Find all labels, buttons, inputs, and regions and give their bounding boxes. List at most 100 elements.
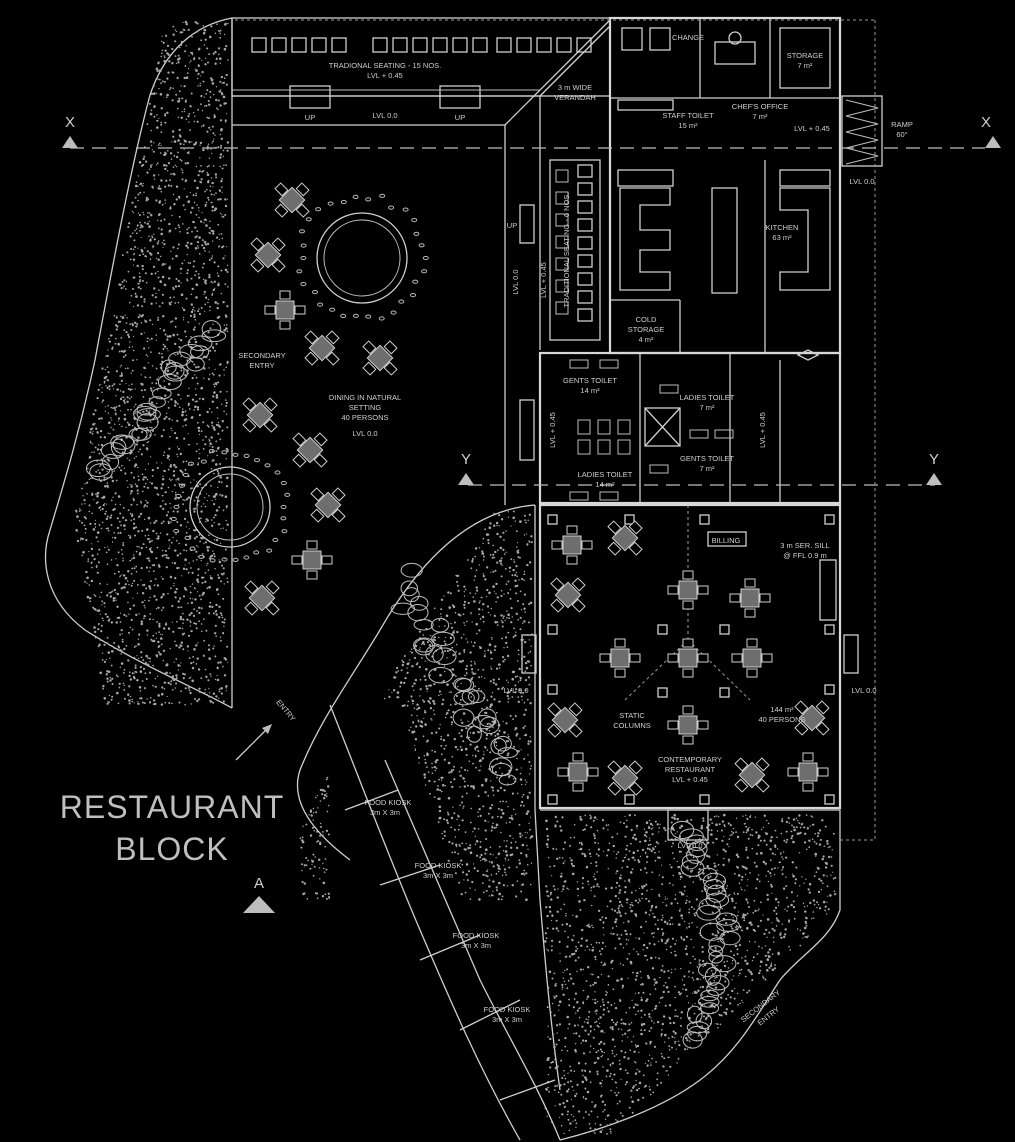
planting-speck xyxy=(161,352,163,355)
planting-speck xyxy=(460,893,463,896)
planting-speck xyxy=(577,895,579,897)
planting-speck xyxy=(128,459,131,462)
planting-speck xyxy=(122,557,124,560)
planting-speck xyxy=(576,970,578,973)
planting-speck xyxy=(168,459,170,461)
planting-speck xyxy=(483,857,486,861)
planting-speck xyxy=(495,886,498,889)
planting-speck xyxy=(136,592,139,594)
planting-speck xyxy=(574,1050,577,1053)
planting-speck xyxy=(484,711,486,714)
planting-speck xyxy=(157,144,160,146)
planting-speck xyxy=(186,394,189,397)
planting-speck xyxy=(479,618,482,620)
planting-speck xyxy=(751,834,754,837)
planting-speck xyxy=(513,670,516,673)
planting-speck xyxy=(481,552,485,555)
planting-speck xyxy=(529,736,531,738)
planting-speck xyxy=(187,686,190,689)
planting-speck xyxy=(152,618,154,621)
planting-speck xyxy=(131,567,134,570)
planting-speck xyxy=(141,701,144,704)
planting-speck xyxy=(98,506,101,509)
planting-speck xyxy=(579,815,582,818)
planting-speck xyxy=(143,476,146,479)
planting-speck xyxy=(566,1050,569,1052)
planting-speck xyxy=(197,574,200,577)
planting-speck xyxy=(545,906,548,909)
planting-speck xyxy=(616,911,619,914)
planting-speck xyxy=(551,875,553,877)
planting-speck xyxy=(161,356,164,359)
planting-speck xyxy=(103,602,106,605)
planting-speck xyxy=(464,588,467,591)
planting-speck xyxy=(155,92,158,95)
planting-speck xyxy=(225,519,227,522)
planting-speck xyxy=(160,82,162,84)
planting-speck xyxy=(201,397,205,401)
planting-speck xyxy=(142,478,145,481)
planting-speck xyxy=(578,842,581,845)
planting-speck xyxy=(128,674,131,678)
planting-speck xyxy=(104,485,106,487)
planting-speck xyxy=(595,1013,598,1015)
planting-speck xyxy=(607,1114,610,1117)
planting-speck xyxy=(324,893,327,896)
planting-speck xyxy=(670,902,673,905)
planting-speck xyxy=(806,905,809,907)
planting-speck xyxy=(564,983,567,986)
planting-speck xyxy=(515,612,518,615)
planting-speck xyxy=(553,865,556,867)
planting-speck xyxy=(765,963,768,967)
planting-speck xyxy=(146,222,149,225)
planting-speck xyxy=(165,263,167,265)
planting-speck xyxy=(150,351,152,353)
planting-speck xyxy=(166,456,169,459)
planting-speck xyxy=(648,819,651,822)
planting-speck xyxy=(141,680,144,682)
planting-speck xyxy=(224,204,228,208)
planting-speck xyxy=(107,529,110,532)
planting-speck xyxy=(130,519,133,522)
planting-speck xyxy=(140,501,143,504)
planting-speck xyxy=(226,426,229,429)
planting-speck xyxy=(160,643,163,646)
planting-speck xyxy=(448,771,451,774)
planting-speck xyxy=(440,613,442,615)
planting-speck xyxy=(166,454,169,457)
planting-speck xyxy=(108,340,111,343)
planting-speck xyxy=(208,687,210,690)
planting-speck xyxy=(194,400,196,403)
planting-speck xyxy=(723,835,725,838)
planting-speck xyxy=(117,645,120,648)
planting-speck xyxy=(528,513,532,516)
planting-speck xyxy=(117,320,121,323)
planting-speck xyxy=(104,606,106,608)
planting-speck xyxy=(496,596,499,599)
planting-speck xyxy=(671,845,673,848)
planting-speck xyxy=(138,633,141,636)
planting-speck xyxy=(98,478,101,480)
planting-speck xyxy=(450,770,453,773)
planting-speck xyxy=(657,940,660,943)
planting-speck xyxy=(219,62,221,64)
planting-speck xyxy=(773,867,776,870)
planting-speck xyxy=(207,679,210,682)
planting-speck xyxy=(175,466,178,468)
planting-speck xyxy=(571,872,575,876)
planting-speck xyxy=(475,766,477,769)
planting-speck xyxy=(580,937,584,940)
planting-speck xyxy=(496,789,500,792)
planting-speck xyxy=(172,166,175,168)
planting-speck xyxy=(753,899,756,902)
planting-speck xyxy=(101,617,104,620)
planting-speck xyxy=(198,276,201,279)
planting-speck xyxy=(198,323,200,325)
planting-speck xyxy=(205,201,208,204)
planting-speck xyxy=(134,534,136,537)
planting-speck xyxy=(173,562,177,565)
planting-speck xyxy=(511,574,514,577)
planting-speck xyxy=(637,992,640,994)
planting-speck xyxy=(780,932,782,934)
planting-speck xyxy=(151,539,153,542)
